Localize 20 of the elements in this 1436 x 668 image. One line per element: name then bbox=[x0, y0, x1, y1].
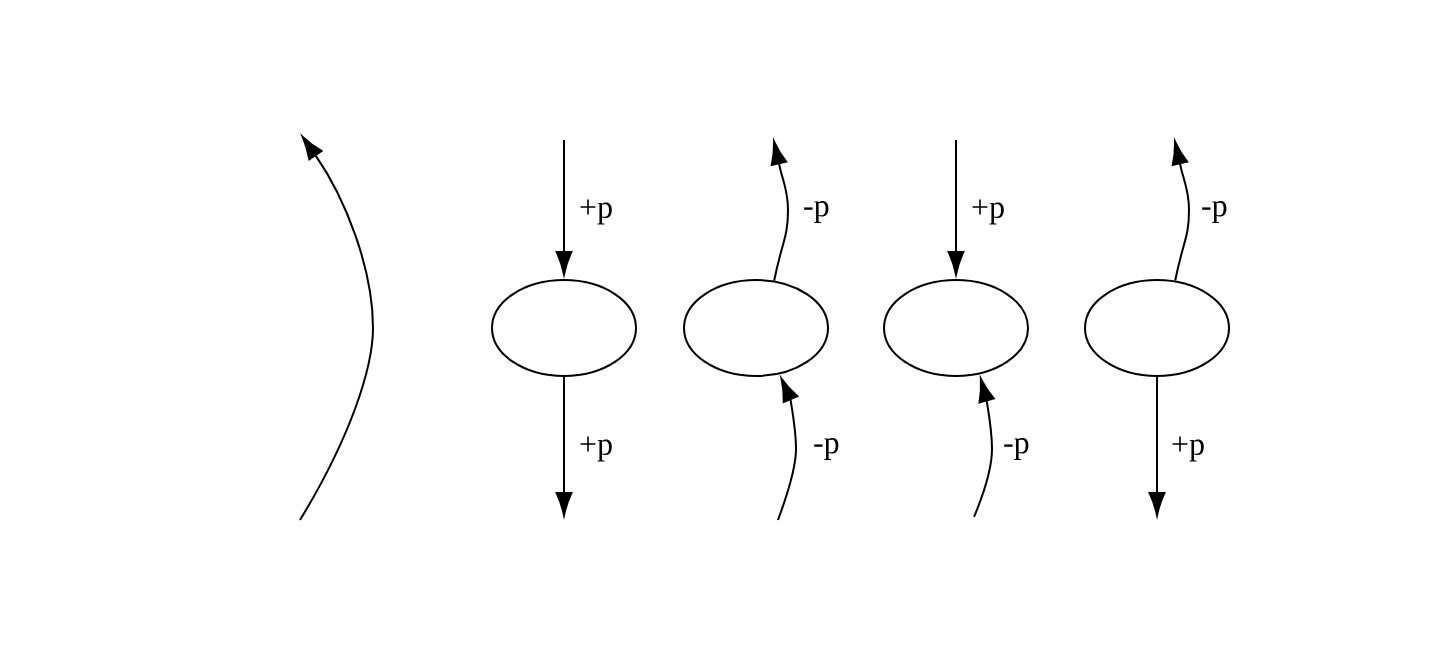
arrow bbox=[555, 139, 573, 276]
arrow bbox=[777, 377, 799, 521]
arrow bbox=[1148, 376, 1166, 517]
ellipse-node bbox=[1084, 279, 1230, 377]
edge-label: +p bbox=[1169, 434, 1208, 464]
arrow bbox=[555, 376, 573, 517]
edge-label: -p bbox=[811, 436, 842, 462]
ellipse-node bbox=[883, 279, 1029, 377]
arrow bbox=[973, 377, 995, 518]
arrow bbox=[1171, 140, 1190, 282]
edge-label: +p bbox=[577, 434, 616, 464]
edge-label: -p bbox=[801, 199, 832, 225]
edge-label: -p bbox=[1001, 436, 1032, 462]
edge-label: +p bbox=[969, 197, 1008, 227]
arrow bbox=[770, 140, 789, 282]
edge-label: +p bbox=[577, 197, 616, 227]
ellipse-node bbox=[683, 279, 829, 377]
ellipse-node bbox=[491, 279, 637, 377]
edge-label: -p bbox=[1199, 199, 1230, 225]
arrow bbox=[947, 139, 965, 276]
